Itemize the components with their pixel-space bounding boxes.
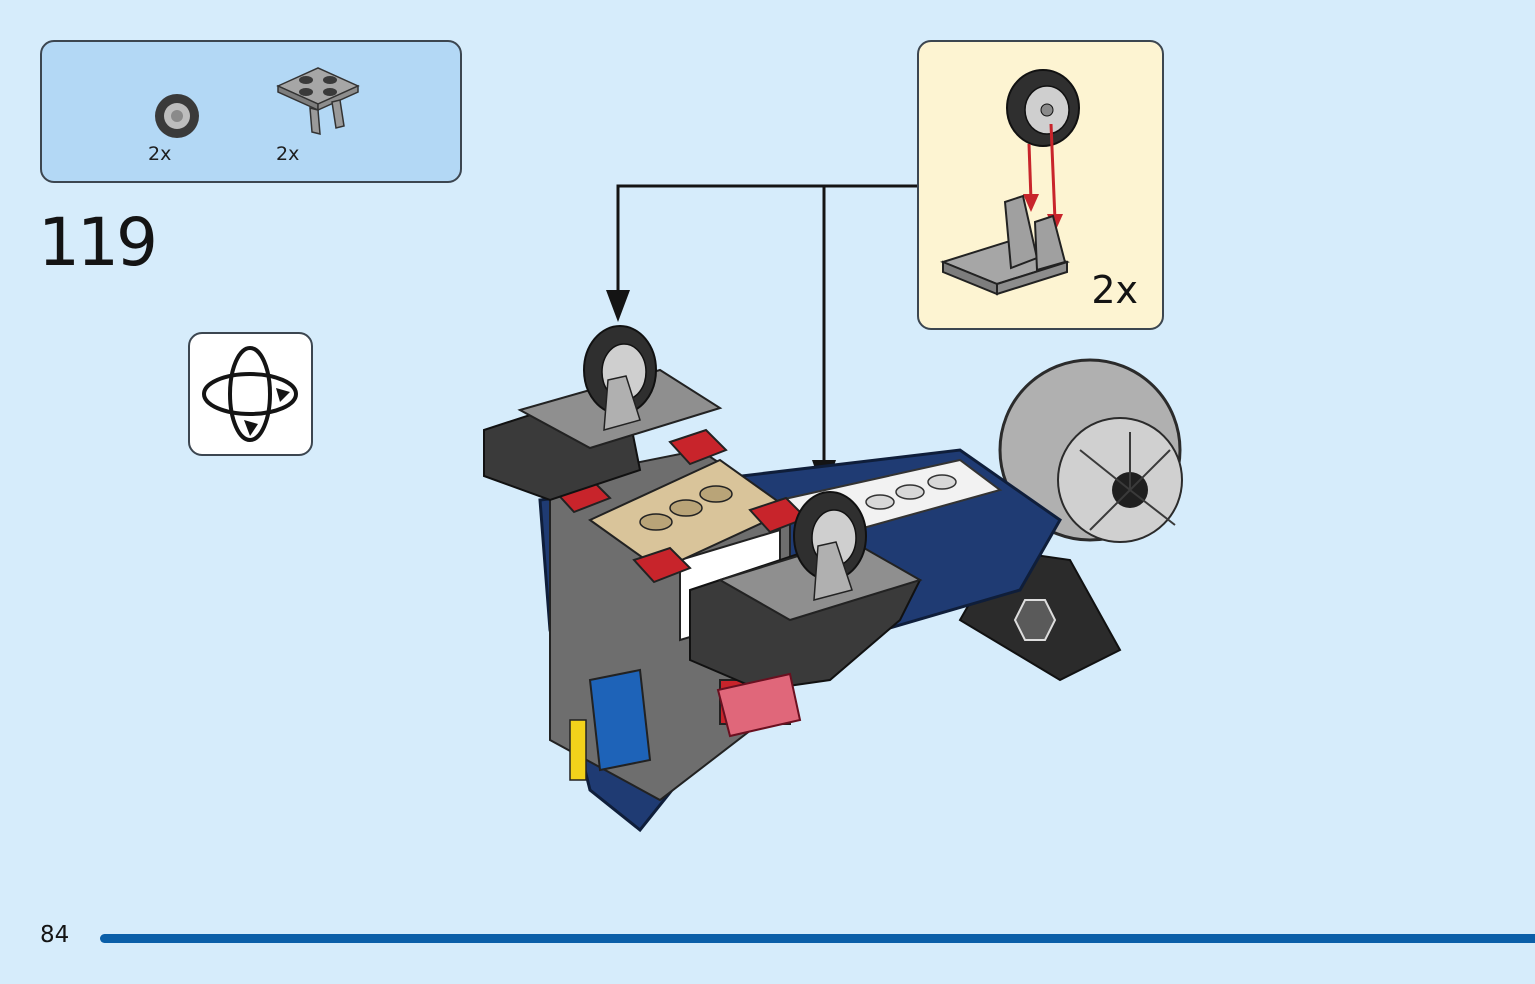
- page-progress-bar: [100, 934, 1535, 943]
- part-quantity: 2x: [276, 143, 300, 165]
- part-quantity: 2x: [148, 143, 172, 165]
- parts-list-box: 2x 2x: [40, 40, 462, 183]
- model-illustration: [483, 184, 1183, 833]
- step-number: 119: [38, 204, 158, 281]
- wheel-icon: [155, 94, 199, 138]
- wheel-assembly-illustration: [940, 69, 1080, 296]
- plate-with-holders-icon: [276, 67, 360, 135]
- rotate-model-icon: [202, 346, 298, 442]
- callout-quantity: 2x: [1091, 268, 1138, 312]
- sub-assembly-callout: 2x: [917, 40, 1164, 330]
- page-number: 84: [40, 922, 70, 948]
- rotate-indicator: [188, 332, 313, 456]
